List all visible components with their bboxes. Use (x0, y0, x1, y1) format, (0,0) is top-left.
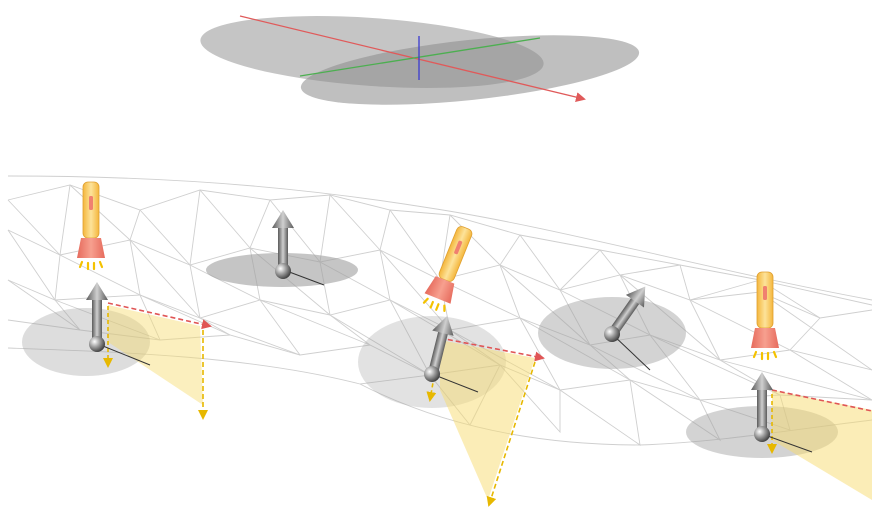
flashlight-icon (422, 226, 473, 313)
light-cone (108, 305, 203, 405)
sample-3 (358, 226, 545, 507)
sphere-icon (604, 326, 620, 342)
flashlight-icon (751, 271, 779, 361)
sample-2 (206, 210, 358, 287)
sphere-icon (754, 426, 770, 442)
surface-normal-arrow-icon (272, 210, 294, 268)
surface-tangent-line (611, 333, 651, 371)
sample-disc (22, 308, 150, 376)
axis-y-line (299, 37, 541, 77)
surface-tangent-line (97, 343, 151, 366)
light-cone (772, 390, 872, 500)
surface-normal-arrow-icon (428, 315, 454, 374)
incident-direction-arrow (107, 302, 212, 330)
light-cone (440, 340, 535, 500)
incident-direction-arrow (439, 337, 545, 362)
sample-4 (538, 286, 686, 371)
surface-tangent-line (761, 433, 813, 453)
incident-direction-arrow (771, 389, 872, 412)
flashlight-icon (77, 181, 105, 271)
axis-x-line (239, 15, 586, 102)
surface-tangent-line (431, 373, 479, 393)
reference-ellipse-inner (300, 35, 640, 105)
sample-5 (686, 271, 872, 500)
reference-frame (200, 15, 640, 105)
surface-normal-arrow-icon (86, 282, 108, 340)
sample-1 (22, 181, 212, 420)
sphere-icon (424, 366, 440, 382)
cone-edge-arrow (486, 361, 536, 507)
surface-normal-arrow-icon (751, 372, 773, 430)
mesh-wireframe (7, 175, 872, 446)
sphere-icon (275, 263, 291, 279)
surface-normal-arrow-icon (609, 286, 646, 336)
sphere-icon (89, 336, 105, 352)
